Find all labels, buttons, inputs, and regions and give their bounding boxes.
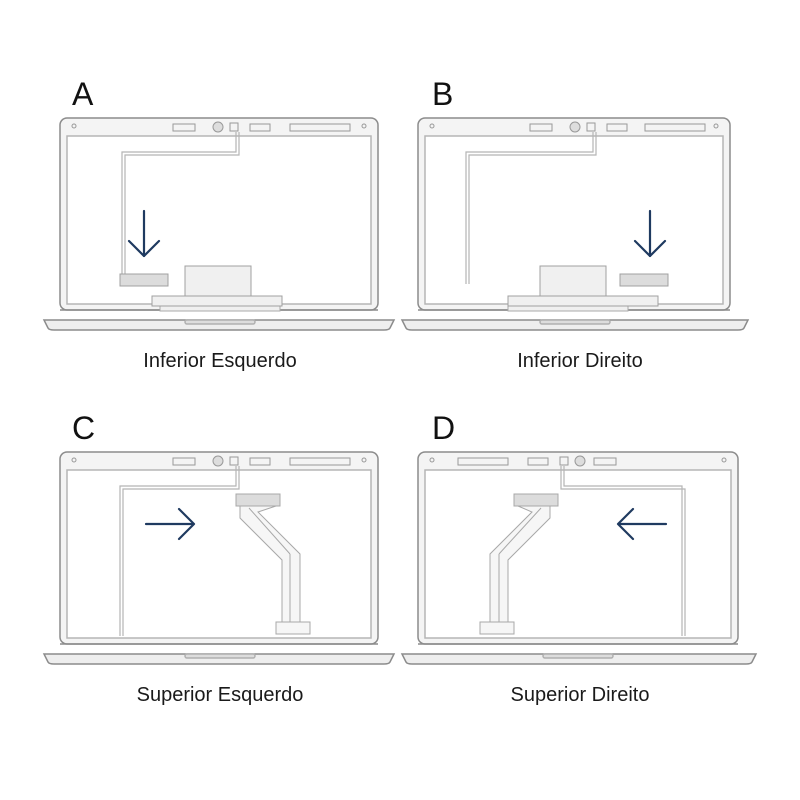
laptop-illustration	[42, 117, 396, 331]
panel-letter: C	[72, 410, 96, 446]
antenna-cable	[121, 132, 240, 284]
hinge-strip	[507, 305, 629, 312]
panel-letter: A	[72, 76, 94, 112]
panel-c: C	[40, 412, 400, 732]
laptop-shell	[400, 451, 758, 665]
laptop-illustration	[42, 451, 396, 665]
panel-b: B	[400, 78, 760, 398]
antenna-cable	[465, 132, 597, 284]
arrow-down-icon	[633, 209, 667, 258]
panel-letter: D	[432, 410, 456, 446]
panel-caption: Superior Direito	[510, 684, 650, 706]
laptop-shell	[42, 117, 396, 331]
hinge-strip	[159, 305, 281, 312]
antenna-cable	[119, 466, 240, 636]
panel-letter: B	[432, 76, 454, 112]
top-bezel-components	[71, 121, 367, 133]
arrow-right-icon	[144, 507, 196, 541]
laptop-illustration	[400, 117, 750, 331]
top-bezel-components	[429, 455, 727, 467]
flex-ribbon-cable	[479, 493, 559, 635]
panel-caption: Superior Esquerdo	[136, 684, 304, 706]
top-bezel-components	[429, 121, 719, 133]
connector-board	[119, 265, 283, 307]
panel-caption: Inferior Esquerdo	[143, 350, 297, 372]
panel-a: A	[40, 78, 400, 398]
connector-board	[507, 265, 669, 307]
flex-ribbon-cable	[235, 493, 311, 635]
antenna-cable	[560, 466, 686, 636]
arrow-down-icon	[127, 209, 161, 258]
arrow-left-icon	[616, 507, 668, 541]
top-bezel-components	[71, 455, 367, 467]
panel-d: D	[400, 412, 760, 732]
laptop-shell	[42, 451, 396, 665]
panel-caption: Inferior Direito	[517, 350, 643, 372]
laptop-illustration	[400, 451, 758, 665]
